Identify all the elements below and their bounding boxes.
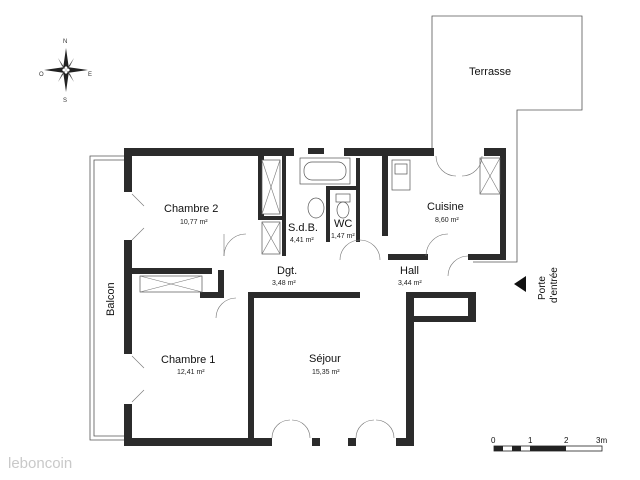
- scale-label-0: 0: [491, 436, 496, 445]
- compass-n-label: N: [63, 39, 67, 45]
- room-area-chambre1: 12,41 m²: [177, 369, 205, 376]
- scale-bar: 0 1 2 3m: [491, 436, 607, 452]
- room-name-sdb: S.d.B.: [288, 222, 318, 234]
- watermark-logo: leboncoin: [8, 455, 72, 472]
- scale-label-1: 1: [528, 436, 533, 445]
- room-area-sejour: 15,35 m²: [312, 369, 340, 376]
- entrance-label-line2: d'entrée: [549, 267, 560, 303]
- compass-e-label: E: [88, 72, 92, 78]
- toilet-tank: [335, 193, 351, 203]
- toilet-bowl: [336, 201, 350, 219]
- door-swings: [131, 155, 483, 439]
- scale-label-3m: 3m: [596, 436, 607, 445]
- room-name-cuisine: Cuisine: [427, 201, 464, 213]
- entrance-label-line1: Porte: [537, 276, 548, 300]
- entrance-marker: Porte d'entrée: [514, 267, 560, 303]
- entrance-arrow-icon: [514, 276, 526, 292]
- room-area-chambre2: 10,77 m²: [180, 219, 208, 226]
- scale-label-2: 2: [564, 436, 569, 445]
- compass-s-label: S: [63, 98, 67, 104]
- room-name-chambre1: Chambre 1: [161, 354, 215, 366]
- room-area-dgt: 3,48 m²: [272, 280, 296, 287]
- walls: [124, 148, 506, 446]
- terrasse-outline: [431, 15, 583, 263]
- room-name-wc: WC: [334, 218, 352, 230]
- room-name-chambre2: Chambre 2: [164, 203, 218, 215]
- compass-o-label: O: [39, 72, 44, 78]
- room-name-terrasse: Terrasse: [469, 66, 511, 78]
- compass-rose: N S O E: [39, 39, 92, 104]
- room-area-wc: 1,47 m²: [331, 233, 355, 240]
- room-area-cuisine: 8,60 m²: [435, 217, 459, 224]
- room-name-dgt: Dgt.: [277, 265, 297, 277]
- fixtures: [139, 157, 501, 293]
- room-name-sejour: Séjour: [309, 353, 341, 365]
- room-name-hall: Hall: [400, 265, 419, 277]
- balcony-outline: [89, 155, 126, 441]
- bathroom-sink: [307, 197, 325, 219]
- room-name-balcon: Balcon: [105, 282, 117, 316]
- room-area-hall: 3,44 m²: [398, 280, 422, 287]
- room-area-sdb: 4,41 m²: [290, 237, 314, 244]
